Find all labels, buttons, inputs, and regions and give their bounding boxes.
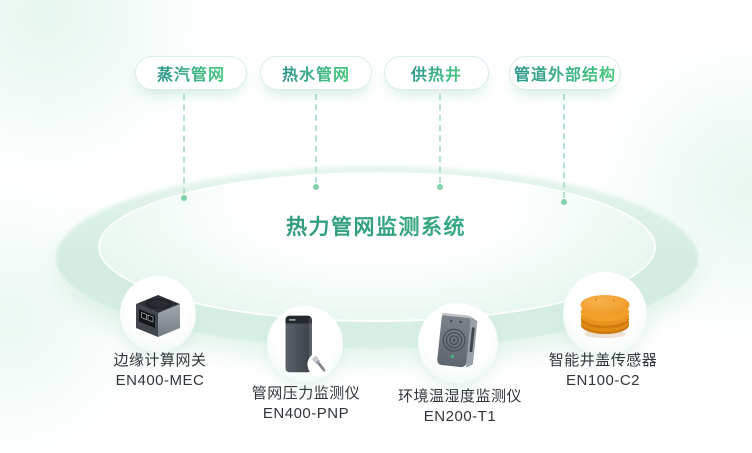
tag-label: 热水管网: [282, 61, 350, 85]
tag-pipe-external-structure: 管道外部结构: [509, 56, 621, 90]
tag-hot-water-pipe-network: 热水管网: [260, 56, 372, 90]
device-label-edge-gateway: 边缘计算网关 EN400-MEC: [113, 351, 206, 391]
connector-line-2: [313, 94, 319, 190]
device-name: 环境温湿度监测仪: [397, 388, 523, 405]
tag-heat-supply-well: 供热井: [384, 56, 489, 90]
device-name: 智能井盖传感器: [548, 352, 658, 369]
device-model: EN200-T1: [423, 408, 497, 425]
device-circle-manhole-sensor: [563, 272, 647, 356]
device-name: 管网压力监测仪: [251, 385, 361, 402]
connector-line-3: [437, 94, 443, 190]
device-model: EN100-C2: [565, 372, 641, 389]
tag-label: 蒸汽管网: [157, 61, 225, 85]
device-model: EN400-PNP: [262, 405, 350, 422]
tag-steam-pipe-network: 蒸汽管网: [135, 56, 247, 90]
device-circle-pressure-monitor: [267, 306, 343, 382]
connector-dot: [561, 199, 567, 205]
connector-line-4: [561, 94, 567, 205]
connector-dot: [313, 184, 319, 190]
device-circle-edge-gateway: [120, 276, 196, 352]
device-label-temp-humidity-monitor: 环境温湿度监测仪 EN200-T1: [398, 387, 522, 427]
tag-label: 管道外部结构: [514, 61, 616, 85]
pipeline-pressure-monitor-icon: [285, 315, 332, 377]
connector-line-1: [181, 94, 187, 201]
tag-label: 供热井: [411, 61, 462, 85]
device-model: EN400-MEC: [115, 372, 205, 389]
connector-dot: [437, 184, 443, 190]
edge-computing-gateway-icon: [136, 295, 180, 337]
device-label-pressure-monitor: 管网压力监测仪 EN400-PNP: [252, 384, 361, 424]
smart-manhole-sensor-icon: [580, 295, 630, 338]
device-circle-temp-humidity-monitor: [418, 303, 498, 383]
temp-humidity-monitor-icon: [437, 312, 478, 368]
device-label-manhole-sensor: 智能井盖传感器 EN100-C2: [549, 351, 658, 391]
device-name: 边缘计算网关: [113, 352, 207, 369]
connector-dot: [181, 195, 187, 201]
diagram-title: 热力管网监测系统: [0, 211, 752, 241]
